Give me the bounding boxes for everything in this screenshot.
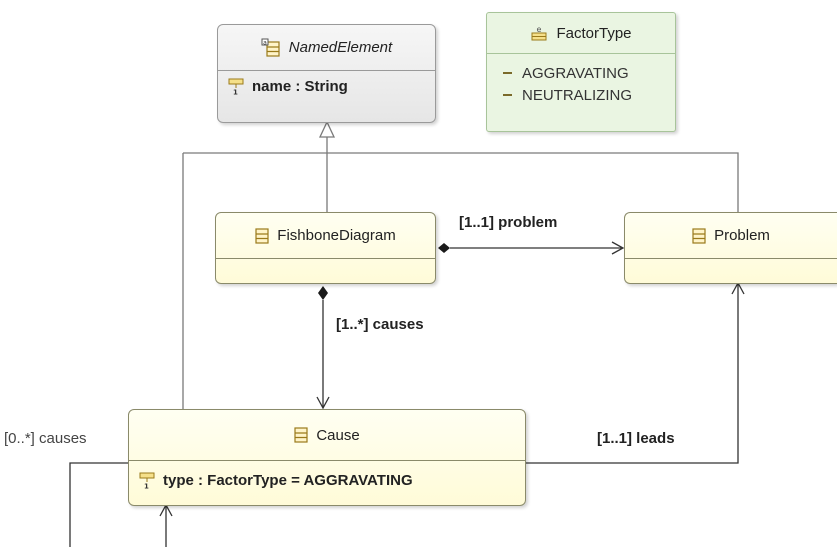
class-fishbone-diagram[interactable]: FishboneDiagram (215, 212, 436, 284)
class-named-element[interactable]: a NamedElement 1 name : String (217, 24, 436, 123)
svg-text:a: a (263, 39, 267, 46)
class-icon (692, 227, 706, 244)
attribute-row[interactable]: 1 name : String (228, 77, 435, 95)
generalization-edge-problem (183, 152, 739, 212)
literal-icon (503, 72, 512, 74)
enum-header: e FactorType (487, 13, 675, 53)
literal-label: NEUTRALIZING (522, 86, 633, 104)
causes-reference-label[interactable]: [1..*] causes (336, 316, 424, 333)
attribute-row[interactable]: 1 type : FactorType = AGGRAVATING (139, 471, 525, 489)
attribute-icon: 1 (228, 78, 244, 96)
abstract-class-icon: a (261, 38, 280, 57)
attribute-compartment: 1 type : FactorType = AGGRAVATING (129, 460, 525, 505)
class-name: Cause (316, 426, 360, 444)
inheritance-arrowhead (318, 120, 336, 138)
class-header: FishboneDiagram (216, 213, 435, 258)
attribute-label: name : String (252, 77, 348, 95)
enum-literal[interactable]: AGGRAVATING (503, 62, 675, 84)
class-header: a NamedElement (218, 25, 435, 70)
problem-arrowhead (611, 241, 625, 255)
class-problem[interactable]: Problem (624, 212, 837, 284)
class-icon (294, 427, 308, 443)
class-name: FishboneDiagram (277, 227, 396, 244)
enum-factor-type[interactable]: e FactorType AGGRAVATING NEUTRALIZING (486, 12, 676, 132)
attribute-label: type : FactorType = AGGRAVATING (163, 471, 413, 489)
self-causes-reference-label[interactable]: [0..*] causes (4, 430, 87, 447)
attribute-compartment (625, 258, 837, 283)
literal-compartment: AGGRAVATING NEUTRALIZING (487, 53, 675, 106)
class-icon (255, 227, 269, 244)
class-header: Problem (625, 213, 837, 258)
literal-icon (503, 94, 512, 96)
leads-association-line (526, 284, 739, 464)
causes-composition-diamond (318, 286, 328, 300)
svg-text:1: 1 (233, 89, 238, 96)
self-causes-line (69, 462, 128, 547)
enum-literal[interactable]: NEUTRALIZING (503, 84, 675, 106)
leads-reference-label[interactable]: [1..1] leads (597, 430, 675, 447)
attribute-compartment: 1 name : String (218, 70, 435, 122)
problem-composition-diamond (438, 243, 450, 253)
literal-label: AGGRAVATING (522, 64, 629, 82)
enum-name: FactorType (556, 24, 632, 42)
problem-reference-label[interactable]: [1..1] problem (459, 214, 558, 231)
svg-text:e: e (537, 25, 542, 34)
class-header: Cause (129, 410, 525, 460)
attribute-compartment (216, 258, 435, 283)
enumeration-icon: e (531, 25, 547, 41)
class-name: NamedElement (288, 39, 393, 56)
attribute-icon: 1 (139, 472, 155, 490)
causes-arrowhead (316, 396, 330, 410)
class-name: Problem (714, 227, 770, 244)
class-cause[interactable]: Cause 1 type : FactorType = AGGRAVATING (128, 409, 526, 506)
svg-text:1: 1 (144, 483, 149, 490)
